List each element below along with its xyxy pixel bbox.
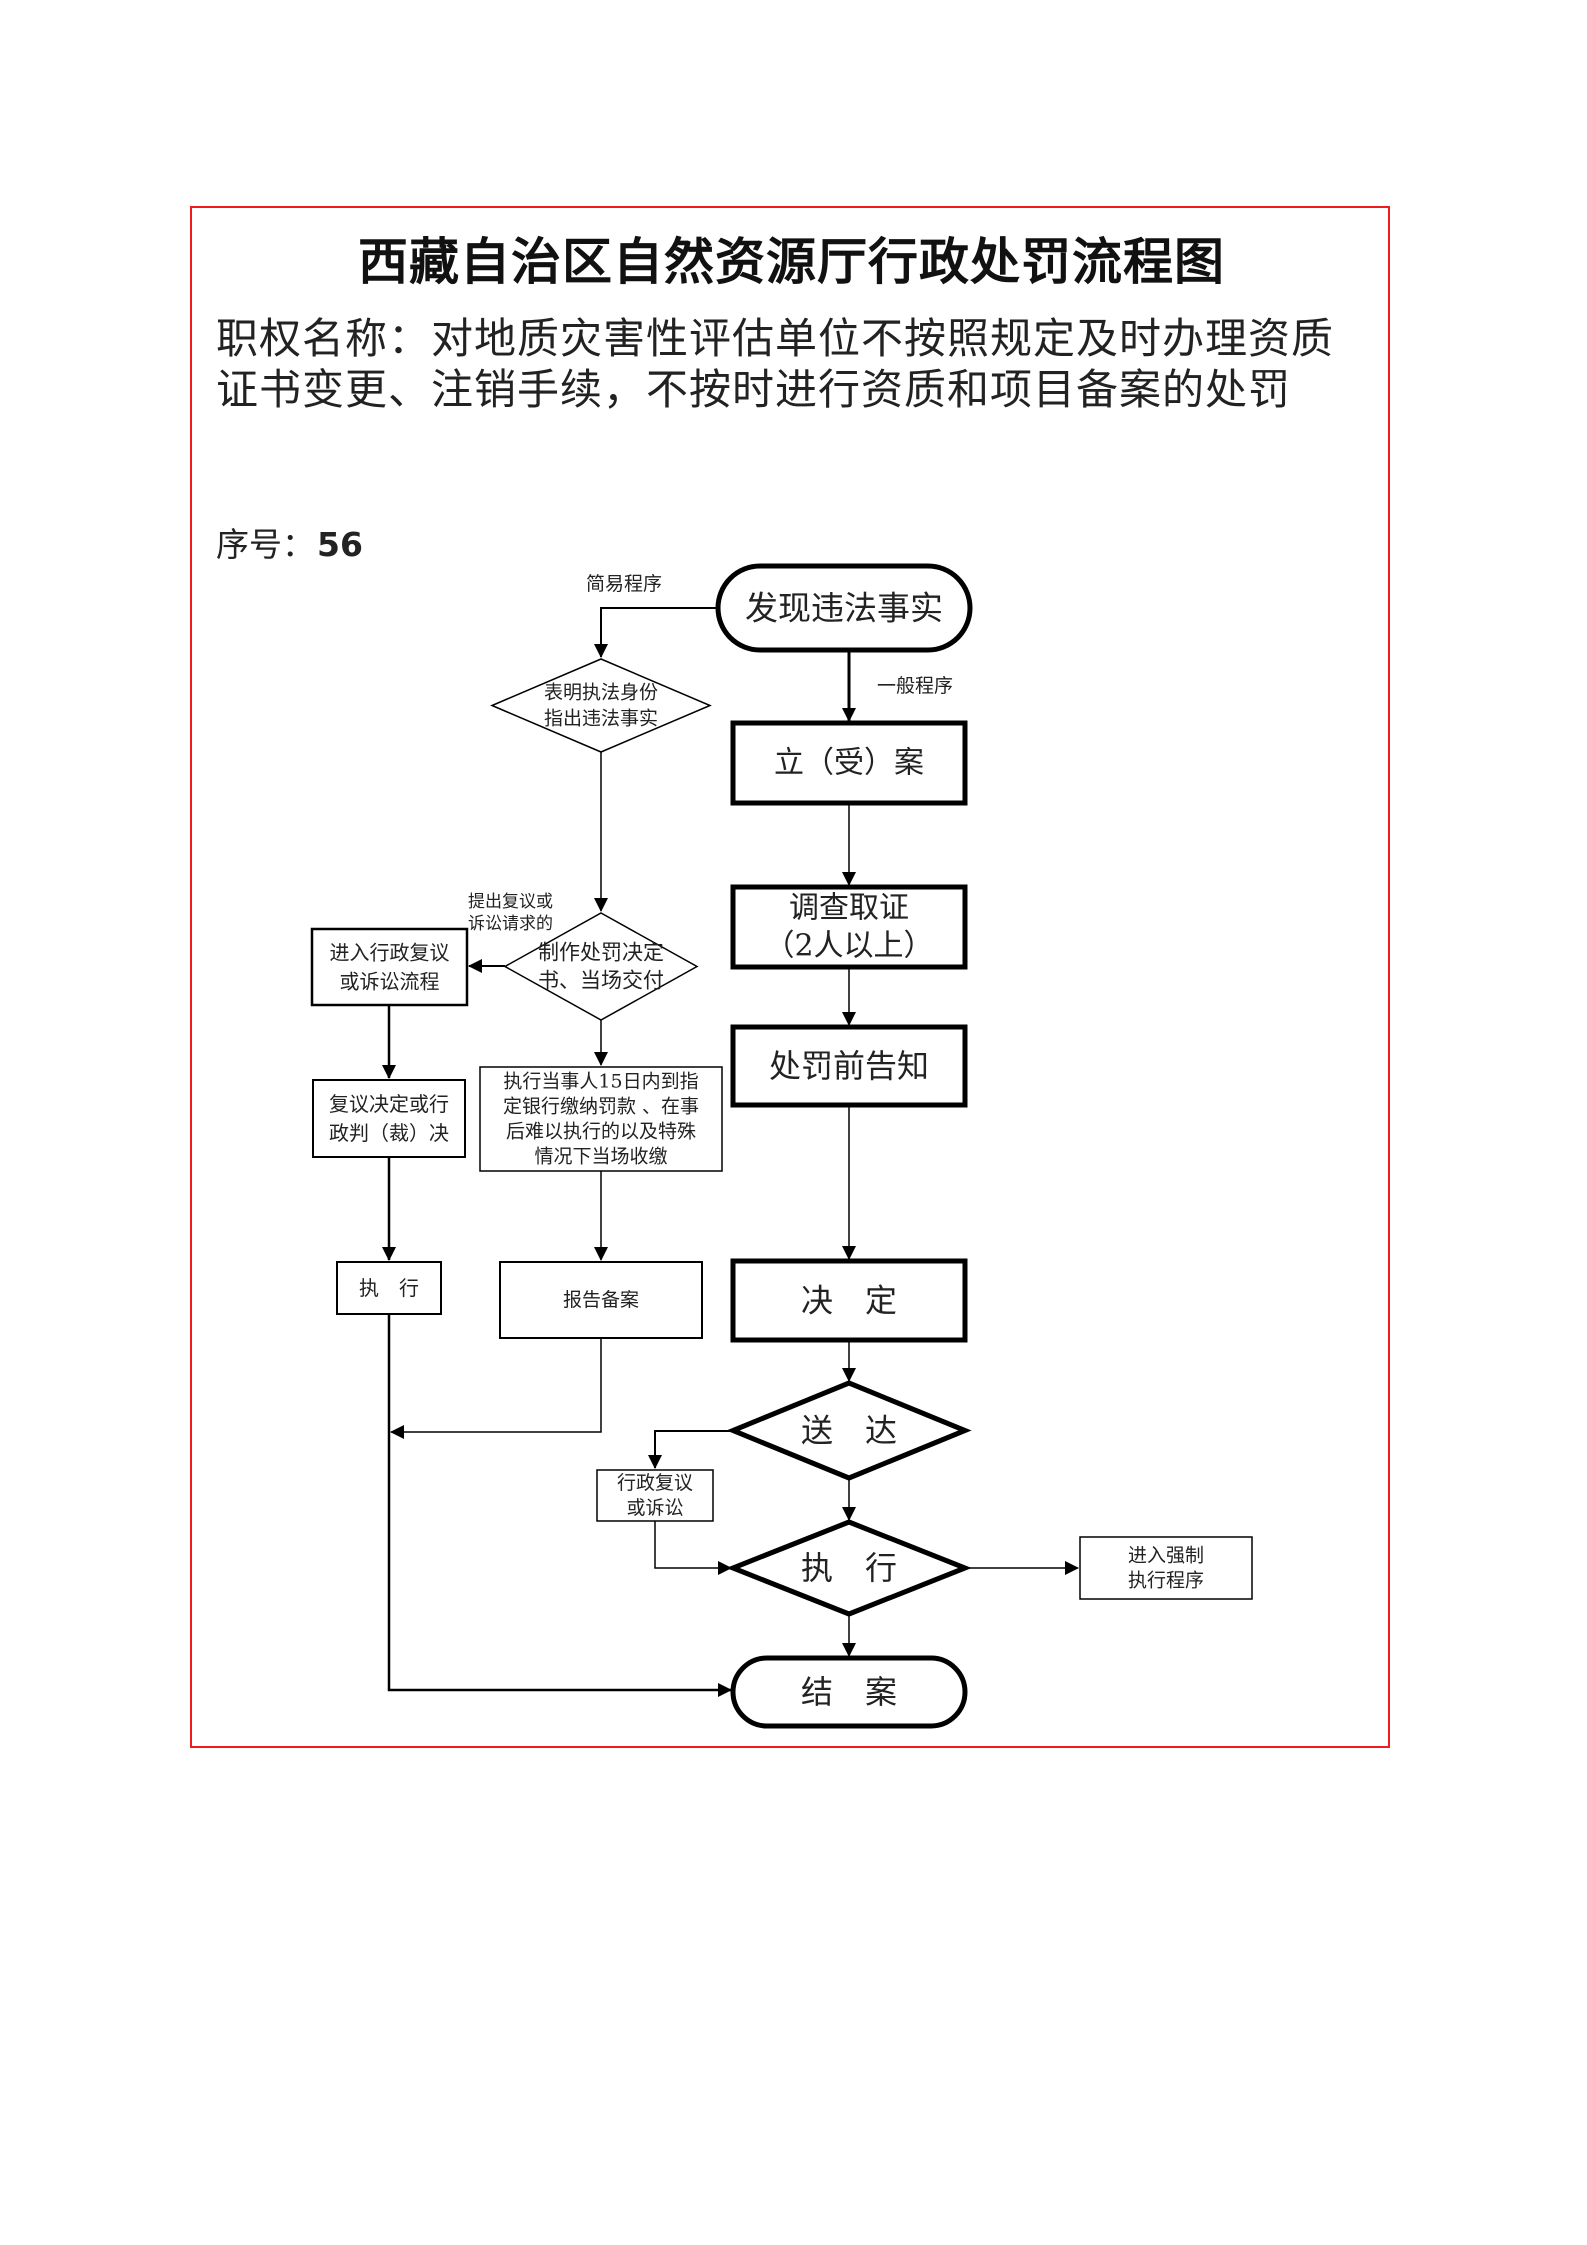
node-label: 发现违法事实: [745, 589, 943, 628]
serial-value: 56: [317, 525, 363, 564]
authority-text: 对地质灾害性评估单位不按照规定及时办理资质证书变更、注销手续，不按时进行资质和项…: [216, 314, 1335, 414]
node-label: 执行程序: [1128, 1570, 1204, 1592]
decision-diamond: [490, 658, 712, 753]
authority-label: 职权名称：: [216, 314, 432, 363]
process-box: [312, 1079, 466, 1158]
process-box: [336, 1261, 442, 1315]
node-pre-notice: 处罚前告知: [730, 1024, 968, 1108]
decision-diamond: [726, 1380, 972, 1481]
node-label: 定银行缴纳罚款 、在事: [503, 1096, 699, 1118]
decision-diamond: [503, 912, 699, 1021]
node-deliver: 送 达: [726, 1380, 972, 1481]
process-box: [730, 884, 968, 970]
node-label: 立（受）案: [774, 746, 924, 781]
node-label: 书、当场交付: [538, 969, 664, 993]
process-box: [499, 1261, 703, 1339]
node-investigate: 调查取证（2人以上）: [730, 884, 968, 970]
process-box: [310, 927, 469, 1007]
node-start: 发现违法事实: [715, 563, 973, 653]
node-label: 进入强制: [1128, 1545, 1204, 1567]
node-report-file: 报告备案: [499, 1261, 703, 1339]
node-label: 调查取证: [789, 891, 909, 926]
edge-label-review-2: 诉讼请求的: [468, 914, 553, 934]
node-label: 行政复议: [617, 1472, 693, 1494]
process-box: [730, 720, 968, 806]
edge-leftexec-close: [387, 1314, 732, 1697]
terminator-oval: [730, 1655, 968, 1729]
node-label: 政判（裁）决: [329, 1121, 449, 1145]
node-label: 报告备案: [563, 1289, 639, 1311]
node-label: 或诉讼流程: [340, 970, 440, 994]
node-left-execute: 执 行: [336, 1261, 442, 1315]
node-close-case: 结 案: [730, 1655, 968, 1729]
node-label: 执 行: [801, 1549, 897, 1587]
node-label: 复议决定或行: [329, 1092, 449, 1116]
node-label: 后难以执行的以及特殊: [506, 1121, 696, 1143]
edge-label-review-1: 提出复议或: [468, 892, 553, 912]
terminator-oval: [715, 563, 973, 653]
process-box: [1079, 1536, 1253, 1600]
serial-label: 序号：: [216, 525, 315, 564]
serial-number: 序号：56: [216, 518, 363, 566]
edge-label-simple: 简易程序: [586, 573, 662, 595]
node-label: 执 行: [359, 1276, 419, 1300]
node-register-case: 立（受）案: [730, 720, 968, 806]
edge-start-simple: [594, 607, 718, 658]
node-label: 执行当事人15日内到指: [503, 1071, 698, 1093]
node-label: 送 达: [801, 1412, 897, 1450]
node-decide: 决 定: [730, 1258, 968, 1343]
node-label: 进入行政复议: [330, 941, 450, 965]
process-box: [596, 1469, 714, 1522]
document-frame: [190, 206, 1390, 1748]
authority-name: 职权名称：对地质灾害性评估单位不按照规定及时办理资质证书变更、注销手续，不按时进…: [216, 313, 1356, 415]
edge-review-execute: [654, 1521, 732, 1575]
node-label: 决 定: [801, 1282, 897, 1320]
node-label: 表明执法身份: [544, 682, 658, 704]
process-box: [730, 1258, 968, 1343]
node-label: 或诉讼: [626, 1497, 683, 1519]
node-label: 情况下当场收缴: [534, 1146, 667, 1168]
process-box: [730, 1024, 968, 1108]
node-label: 指出违法事实: [544, 708, 658, 730]
decision-diamond: [726, 1519, 972, 1617]
page-title: 西藏自治区自然资源厅行政处罚流程图: [358, 233, 1225, 291]
node-label: 结 案: [801, 1673, 897, 1711]
edge-deliver-review: [648, 1430, 733, 1469]
node-label: （2人以上）: [764, 929, 933, 964]
node-execute: 执 行: [726, 1519, 972, 1617]
node-label: 处罚前告知: [769, 1047, 929, 1085]
process-box: [479, 1066, 723, 1172]
node-label: 制作处罚决定: [538, 941, 664, 965]
edge-report-line: [390, 1338, 602, 1439]
edge-label-general: 一般程序: [877, 675, 953, 697]
